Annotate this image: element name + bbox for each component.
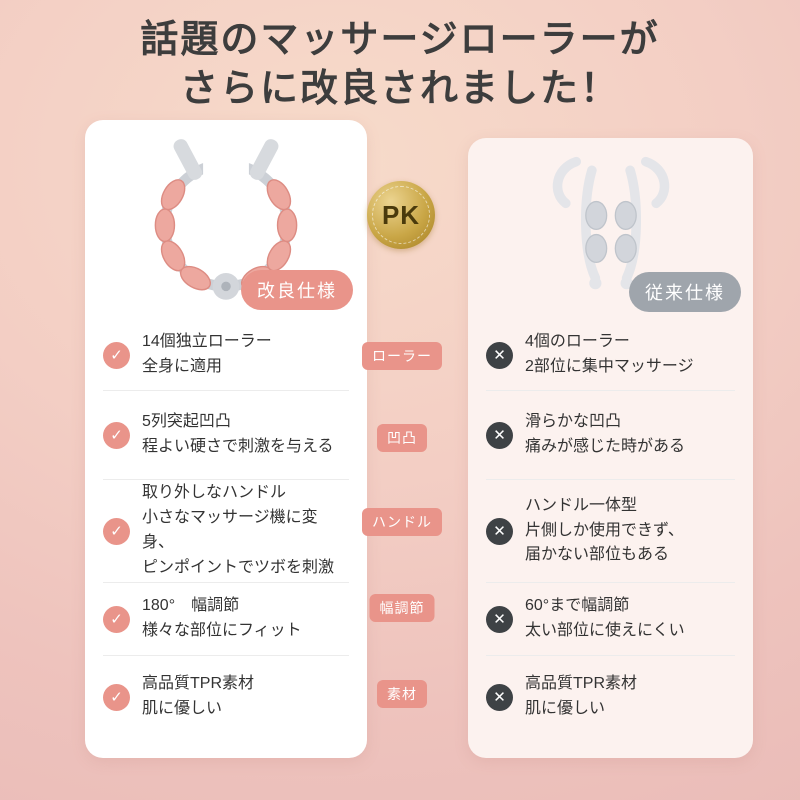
conventional-product [468,146,753,311]
feature-row: ✓ 14個独立ローラー 全身に適用 [103,320,349,391]
feature-text: 4個のローラー 2部位に集中マッサージ [525,333,694,375]
feature-text: 滑らかな凹凸 痛みが感じた時がある [525,413,686,455]
feature-row: ✕ 60°まで幅調節 太い部位に使えにくい [486,583,735,656]
check-icon: ✓ [103,683,130,711]
cross-icon: ✕ [486,517,513,545]
compare-label-roller: ローラー [362,342,442,370]
conventional-feature-list: ✕ 4個のローラー 2部位に集中マッサージ ✕ 滑らかな凹凸 痛みが感じた時があ… [486,320,735,738]
cross-icon: ✕ [486,421,513,449]
compare-label-bumps: 凹凸 [377,424,427,452]
conventional-badge: 従来仕様 [629,272,741,312]
compare-label-handle: ハンドル [362,508,442,536]
conventional-card: 従来仕様 ✕ 4個のローラー 2部位に集中マッサージ ✕ 滑らかな凹凸 痛みが感… [468,138,753,758]
feature-text: 高品質TPR素材 肌に優しい [525,675,638,717]
feature-row: ✓ 180° 幅調節 様々な部位にフィット [103,583,349,656]
cross-icon: ✕ [486,341,513,369]
page-title: 話題のマッサージローラーが さらに改良されました！ [0,16,800,113]
feature-row: ✓ 5列突起凹凸 程よい硬さで刺激を与える [103,391,349,480]
feature-row: ✓ 高品質TPR素材 肌に優しい [103,656,349,738]
feature-row: ✕ ハンドル一体型 片側しか使用できず、 届かない部位もある [486,480,735,583]
feature-row: ✕ 高品質TPR素材 肌に優しい [486,656,735,738]
compare-label-width: 幅調節 [369,594,435,622]
cross-icon: ✕ [486,605,513,633]
pk-text: PK [381,199,421,230]
check-icon: ✓ [103,517,130,545]
feature-text: ハンドル一体型 片側しか使用できず、 届かない部位もある [525,496,684,564]
feature-text: 180° 幅調節 様々な部位にフィット [142,597,302,639]
improved-feature-list: ✓ 14個独立ローラー 全身に適用 ✓ 5列突起凹凸 程よい硬さで刺激を与える … [103,320,349,738]
cross-icon: ✕ [486,683,513,711]
pk-badge: PK [367,181,435,249]
feature-text: 14個独立ローラー 全身に適用 [142,333,272,375]
improved-card: 改良仕様 ✓ 14個独立ローラー 全身に適用 ✓ 5列突起凹凸 程よい硬さで刺激… [85,120,367,758]
feature-row: ✕ 4個のローラー 2部位に集中マッサージ [486,320,735,391]
feature-text: 取り外しなハンドル 小さなマッサージ機に変身、 ピンポイントでツボを刺激 [142,484,335,576]
conventional-product-image [552,156,669,290]
feature-text: 60°まで幅調節 太い部位に使えにくい [525,597,685,639]
check-icon: ✓ [103,605,130,633]
check-icon: ✓ [103,341,130,369]
feature-row: ✕ 滑らかな凹凸 痛みが感じた時がある [486,391,735,480]
compare-label-material: 素材 [377,680,427,708]
check-icon: ✓ [103,421,130,449]
feature-text: 5列突起凹凸 程よい硬さで刺激を与える [142,413,334,455]
improved-product-image [154,139,298,300]
improved-badge: 改良仕様 [241,270,353,310]
feature-row: ✓ 取り外しなハンドル 小さなマッサージ機に変身、 ピンポイントでツボを刺激 [103,480,349,583]
title-line-2: さらに改良されました！ [179,67,620,110]
improved-product [85,128,367,313]
feature-text: 高品質TPR素材 肌に優しい [142,675,255,717]
title-line-1: 話題のマッサージローラーが [140,19,660,61]
